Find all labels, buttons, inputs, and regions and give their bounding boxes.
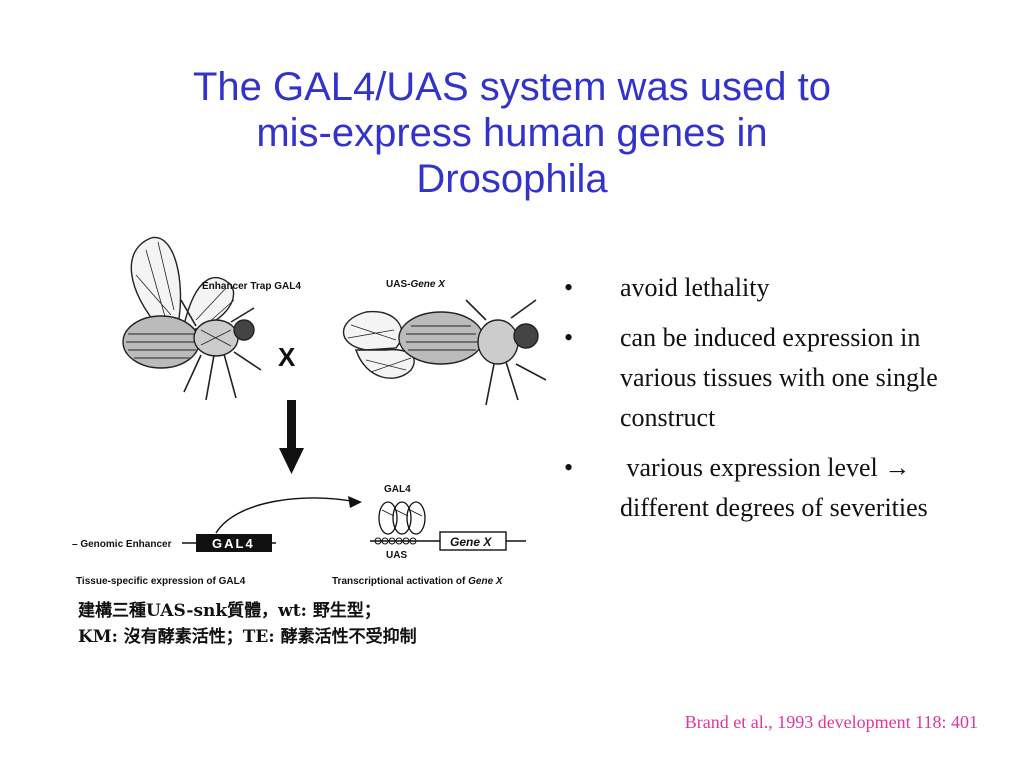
gal4-protein-label: GAL4 [384, 484, 411, 495]
curved-arrow [216, 498, 356, 533]
fly-right-image [344, 300, 547, 405]
gal4-uas-figure: Enhancer Trap GAL4 UAS-Gene X X GAL4 [66, 230, 556, 650]
bullet-marker: • [560, 318, 620, 438]
title-line-1: The GAL4/UAS system was used to [0, 64, 1024, 110]
slide-title: The GAL4/UAS system was used to mis-expr… [0, 64, 1024, 202]
title-line-2: mis-express human genes in [0, 110, 1024, 156]
bullet-text: various expression level → different deg… [620, 448, 980, 528]
tissue-caption: Tissue-specific expression of GAL4 [76, 576, 246, 587]
bullet-list: • avoid lethality • can be induced expre… [560, 268, 980, 538]
gal4-box-label: GAL4 [212, 536, 255, 551]
bullet-text: can be induced expression in various tis… [620, 318, 980, 438]
bullet-item: • avoid lethality [560, 268, 980, 308]
bullet-item: • various expression level → different d… [560, 448, 980, 528]
uas-label: UAS [386, 550, 407, 561]
gene-x-box-label: Gene X [450, 535, 492, 549]
gal4-protein-shape [379, 502, 425, 534]
cross-symbol: X [278, 342, 296, 372]
genomic-enhancer-label: – Genomic Enhancer [72, 539, 172, 550]
note-line-1: 建構三種UAS-snk質體，wt: 野生型； [78, 596, 381, 621]
figure-drawing: Enhancer Trap GAL4 UAS-Gene X X GAL4 [66, 230, 556, 650]
uas-gene-label: UAS-Gene X [386, 279, 446, 290]
note-line-2: KM: 沒有酵素活性；TE: 酵素活性不受抑制 [78, 622, 417, 647]
bullet-item: • can be induced expression in various t… [560, 318, 980, 438]
title-line-3: Drosophila [0, 156, 1024, 202]
fly-left-image [123, 237, 261, 400]
uas-site [375, 538, 416, 544]
enhancer-trap-label: Enhancer Trap GAL4 [202, 281, 301, 292]
bullet-marker: • [560, 268, 620, 308]
bullet-marker: • [560, 448, 620, 528]
bullet-text: avoid lethality [620, 268, 980, 308]
transcription-caption: Transcriptional activation of Gene X [332, 576, 504, 587]
citation: Brand et al., 1993 development 118: 401 [685, 712, 978, 733]
down-arrow-icon [279, 400, 304, 474]
